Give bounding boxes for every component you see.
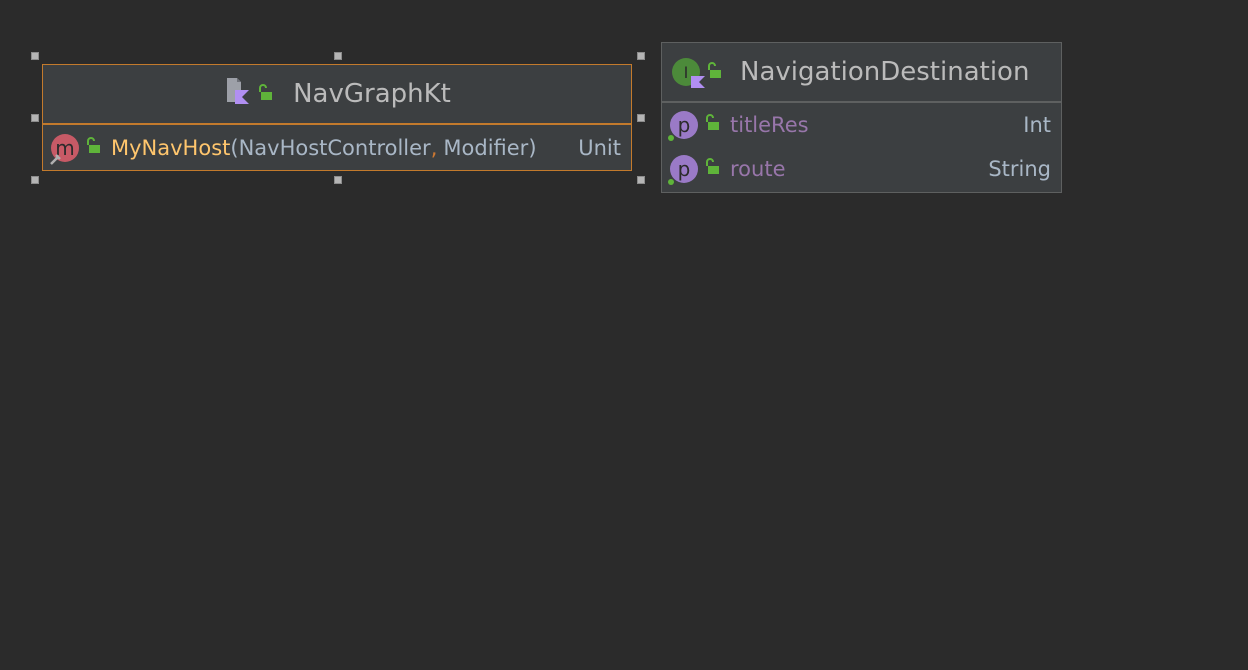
method-name: MyNavHost bbox=[111, 136, 231, 160]
property-type: String bbox=[988, 157, 1051, 181]
unlocked-lock-icon bbox=[704, 113, 720, 137]
method-comma: , bbox=[430, 136, 438, 160]
class-title: NavigationDestination bbox=[740, 57, 1030, 87]
property-icon: p bbox=[668, 111, 698, 141]
unlocked-lock-icon bbox=[704, 157, 720, 181]
selection-handle-ne[interactable] bbox=[637, 52, 645, 60]
unlocked-lock-icon bbox=[706, 57, 722, 87]
class-title: NavGraphKt bbox=[293, 79, 451, 109]
unlocked-lock-icon bbox=[257, 79, 273, 109]
method-close-paren: ) bbox=[528, 136, 537, 160]
method-row-mynavhost[interactable]: m MyNavHost ( NavHostController , Modifi… bbox=[43, 125, 631, 171]
selection-handle-e[interactable] bbox=[637, 114, 645, 122]
method-param: Modifier bbox=[443, 136, 529, 160]
class-node-navgraphkt[interactable]: NavGraphKt m MyNavHost ( NavHostControll… bbox=[42, 64, 632, 171]
selection-handle-sw[interactable] bbox=[31, 176, 39, 184]
method-return-type: Unit bbox=[578, 136, 621, 160]
method-open-paren: ( bbox=[230, 136, 239, 160]
unlocked-lock-icon bbox=[85, 136, 101, 160]
selection-handle-nw[interactable] bbox=[31, 52, 39, 60]
selection-handle-s[interactable] bbox=[334, 176, 342, 184]
selection-handle-n[interactable] bbox=[334, 52, 342, 60]
class-node-navigationdestination[interactable]: I NavigationDestination p titleRe bbox=[661, 42, 1062, 193]
property-name: route bbox=[730, 157, 786, 181]
property-icon: p bbox=[668, 155, 698, 185]
selection-handle-se[interactable] bbox=[637, 176, 645, 184]
property-name: titleRes bbox=[730, 113, 809, 137]
kotlin-file-icon bbox=[223, 76, 251, 113]
method-icon: m bbox=[50, 134, 79, 165]
property-row-titleres[interactable]: p titleRes Int bbox=[662, 103, 1061, 147]
class-node-header[interactable]: NavGraphKt bbox=[43, 65, 631, 125]
interface-icon: I bbox=[672, 58, 705, 88]
method-param: NavHostController bbox=[238, 136, 431, 160]
class-node-header[interactable]: I NavigationDestination bbox=[662, 43, 1061, 103]
selection-handle-w[interactable] bbox=[31, 114, 39, 122]
property-type: Int bbox=[1023, 113, 1051, 137]
property-row-route[interactable]: p route String bbox=[662, 147, 1061, 191]
